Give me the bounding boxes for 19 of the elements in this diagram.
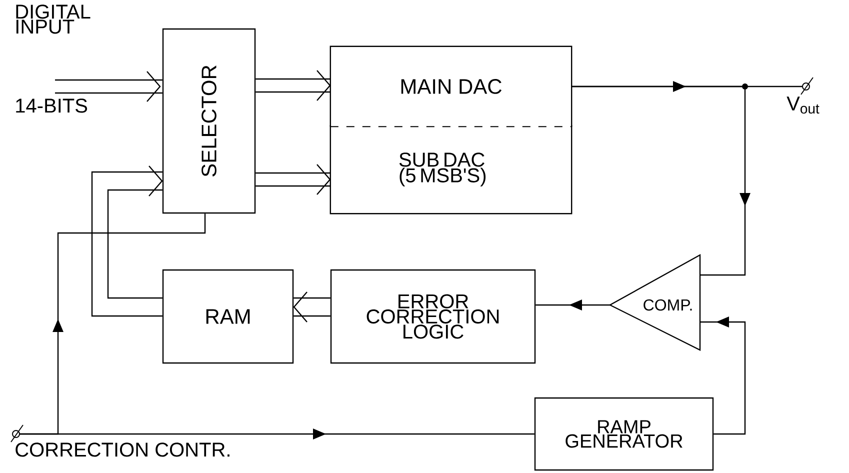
arrow: [536, 300, 610, 310]
bus-arrow: [54, 70, 163, 102]
bus-arrow: [255, 70, 331, 102]
output-label: V$_{out}$: [786, 96, 820, 114]
control-label: CORRECTION CONTR.: [16, 442, 230, 457]
selector-box: SELECTOR: [162, 28, 256, 214]
memory-box: RAM: [162, 269, 294, 364]
input-label: DIGITAL INPUT: [16, 4, 90, 34]
bus-width-label: 14-BITS: [16, 98, 88, 113]
dac-box: MAIN DAC: [330, 46, 572, 128]
dac-box: SUB DAC (5 MSB'S): [330, 125, 572, 214]
logic-box: ERROR CORRECTION LOGIC: [330, 269, 536, 364]
bus-arrow: [255, 164, 331, 196]
generator-box: RAMP GENERATOR: [534, 397, 714, 471]
arrow: [572, 86, 750, 276]
bus-arrow: [293, 291, 331, 323]
arrow: [700, 316, 746, 435]
arrow: [19, 428, 534, 440]
bus-arrow: [91, 165, 163, 317]
